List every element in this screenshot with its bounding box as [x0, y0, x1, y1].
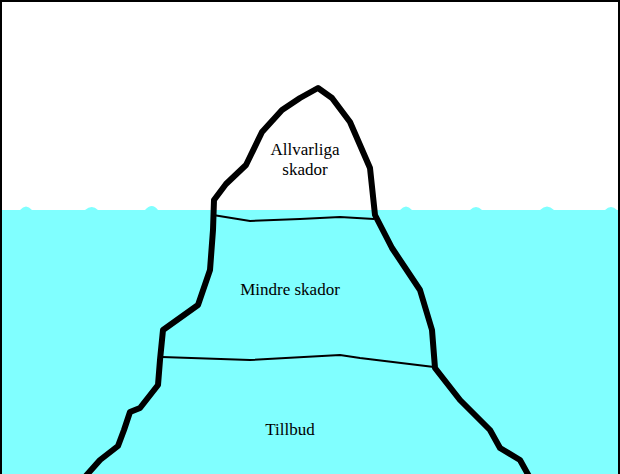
band-label: Mindre skador: [240, 280, 340, 300]
band-label: Allvarliga skador: [259, 140, 351, 179]
iceberg-band: Tillbud: [265, 420, 314, 440]
band-divider: [213, 215, 374, 221]
band-divider: [162, 355, 434, 367]
band-label: Tillbud: [265, 420, 314, 440]
iceberg-band: Mindre skador: [240, 280, 340, 300]
iceberg-outline: [84, 88, 530, 474]
iceberg-band: Allvarliga skador: [259, 140, 351, 179]
water: [1, 206, 619, 474]
